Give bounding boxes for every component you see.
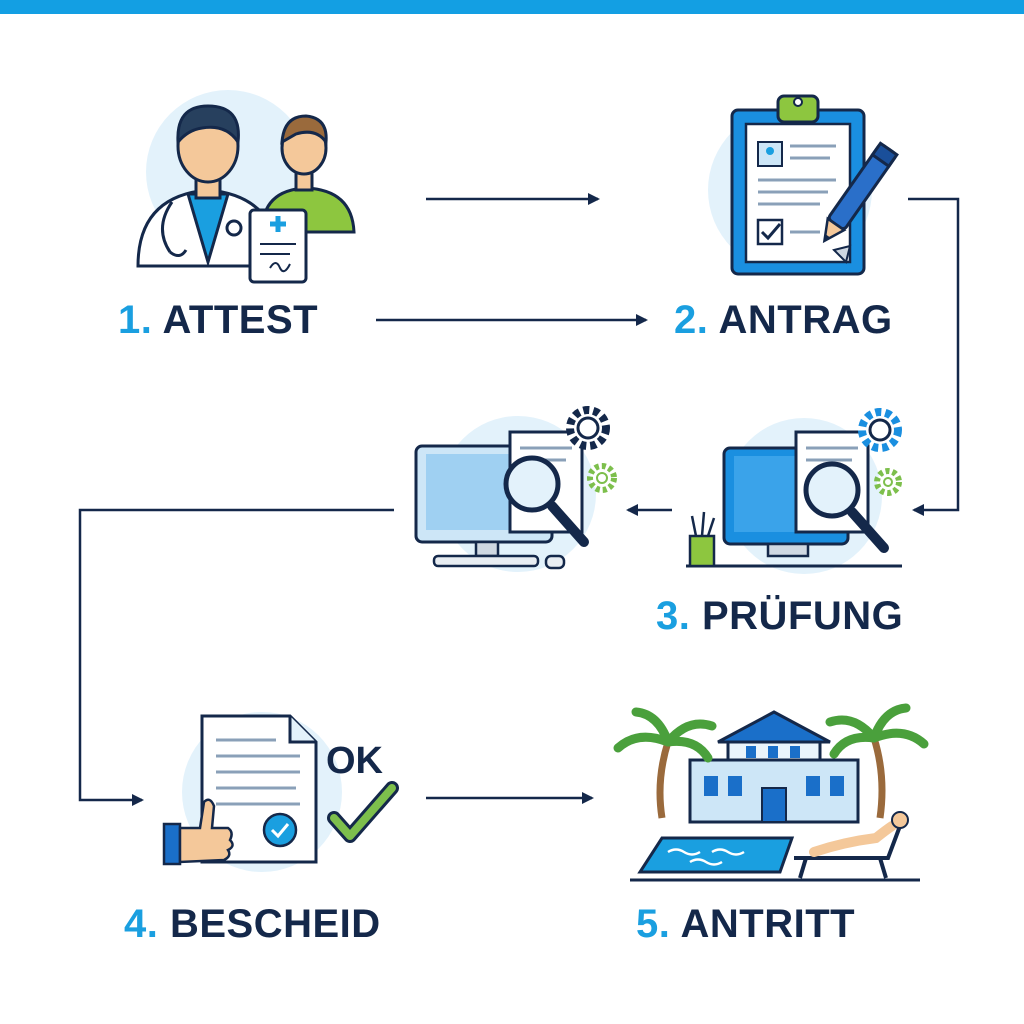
clipboard-application-icon: [708, 94, 899, 276]
arrow-antrag-to-pruefung: [908, 197, 960, 516]
connector-arrows: [78, 193, 960, 806]
step-number: 5.: [636, 902, 671, 946]
top-accent-bar: [0, 0, 1024, 14]
step-label-attest: 1. ATTEST: [118, 296, 318, 344]
step-title: ANTRITT: [680, 902, 856, 946]
resort-pool-icon: [613, 703, 929, 882]
step-title: PRÜFUNG: [701, 594, 904, 638]
step-number: 2.: [674, 298, 709, 342]
step-title: ANTRAG: [718, 298, 893, 342]
step-number: 3.: [656, 594, 691, 638]
step-number: 4.: [124, 902, 159, 946]
pruefung-workstation-icon: [686, 408, 902, 574]
step-label-antritt: 5. ANTRITT: [636, 900, 855, 948]
doctor-patient-icon: [136, 90, 356, 284]
step-title: BESCHEID: [169, 902, 381, 946]
arrow-review-to-bescheid: [78, 508, 394, 806]
step-label-pruefung: 3. PRÜFUNG: [656, 592, 903, 640]
step-number: 1.: [118, 298, 153, 342]
step-label-bescheid: 4. BESCHEID: [124, 900, 381, 948]
review-computer-icon: [414, 406, 617, 572]
approval-ok-text: OK: [326, 740, 383, 782]
step-title: ATTEST: [162, 298, 319, 342]
step-label-antrag: 2. ANTRAG: [674, 296, 893, 344]
approval-document-icon: [162, 712, 399, 872]
